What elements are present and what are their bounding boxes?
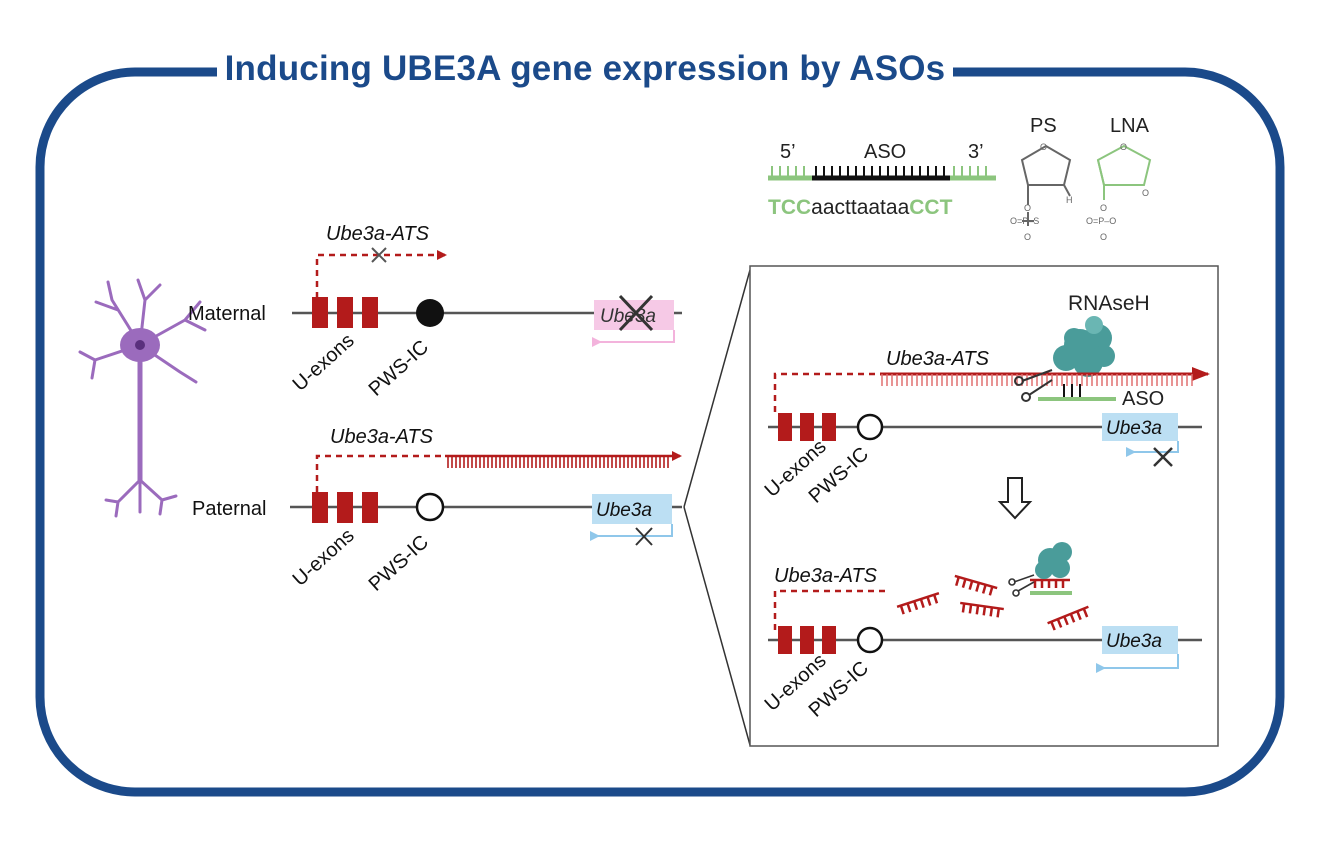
paternal-label: Paternal	[192, 498, 267, 520]
zoom-top-ube3a-box	[1102, 413, 1178, 441]
paternal-pwsic-label: PWS-IC	[365, 531, 433, 596]
paternal-uexons	[312, 492, 378, 523]
maternal-pwsic-label: PWS-IC	[365, 336, 433, 401]
lna-o2-atom: O	[1142, 188, 1149, 198]
lna-o-atom: O	[1120, 142, 1127, 152]
aso-schematic: 5’ ASO 3’ TCCaacttaataaCCT PS O O H O=P–…	[768, 115, 1152, 242]
aso-5prime-label: 5’	[780, 141, 796, 163]
zoom-top-pwsic	[856, 413, 884, 441]
paternal-allele: Paternal Ube3a-ATS U-exons PWS-IC Ube3a	[192, 426, 682, 596]
zoom-aso-label: ASO	[1122, 388, 1164, 410]
lna-o3-atom: O	[1100, 203, 1107, 213]
scissors-small-icon	[1008, 574, 1035, 597]
aso-rna-hybrid	[1063, 384, 1081, 397]
page-title: Inducing UBE3A gene expression by ASOs	[0, 49, 1170, 89]
paternal-ats-label: Ube3a-ATS	[330, 426, 434, 448]
zoom-ats-label: Ube3a-ATS	[886, 348, 990, 370]
aso-backbone-ticks	[771, 166, 987, 178]
maternal-allele: Maternal Ube3a-ATS U-exons PWS-IC Ube3a	[188, 223, 682, 401]
aso-3prime-label: 3’	[968, 141, 984, 163]
paternal-pwsic-unmethylated	[415, 492, 445, 522]
maternal-label: Maternal	[188, 303, 266, 325]
aso-seq-dna: aacttaataa	[811, 196, 909, 219]
lna-structure-icon	[1096, 144, 1152, 200]
zoom-top-ube3a-silenced-icon	[1153, 447, 1173, 467]
zoom-line-top	[683, 269, 751, 508]
scissors-icon	[1014, 369, 1053, 402]
page-title-text: Inducing UBE3A gene expression by ASOs	[216, 49, 954, 88]
process-down-arrow	[997, 477, 1033, 520]
lna-phosphate: O=P–O	[1086, 216, 1116, 226]
ps-structure-icon	[1020, 144, 1072, 226]
aso-seq-lna-right: CCT	[909, 196, 952, 219]
rnaseh-enzyme-icon	[1053, 316, 1115, 377]
zoom-top-uexons	[778, 413, 836, 441]
zoom-bottom-ube3a-box	[1102, 626, 1178, 654]
neuron-icon	[78, 278, 207, 518]
ps-o2-atom: O	[1024, 203, 1031, 213]
maternal-uexons-label: U-exons	[289, 330, 359, 396]
paternal-uexons-label: U-exons	[289, 525, 359, 591]
ps-phosphate: O=P–S	[1010, 216, 1039, 226]
ps-o3-atom: O	[1024, 232, 1031, 242]
maternal-pwsic-methylated	[416, 299, 444, 327]
ps-h-atom: H	[1066, 195, 1073, 205]
zoom-top-ube3a-label: Ube3a	[1106, 418, 1162, 439]
paternal-ube3a-silenced-icon	[635, 527, 653, 546]
maternal-ats-blocked-icon	[371, 247, 387, 263]
zoom-bottom-ube3a-label: Ube3a	[1106, 631, 1162, 652]
lna-label: LNA	[1110, 115, 1150, 137]
maternal-ube3a-label: Ube3a	[600, 306, 656, 327]
rna-fragments	[896, 574, 1089, 631]
paternal-ube3a-box	[592, 494, 672, 524]
zoom-bottom-ats-label: Ube3a-ATS	[774, 565, 878, 587]
aso-seq-lna-left: TCC	[768, 196, 811, 219]
zoom-bottom-pwsic	[856, 626, 884, 654]
ps-o-atom: O	[1040, 142, 1047, 152]
zoom-line-bottom	[683, 506, 751, 746]
zoom-panel	[749, 265, 1219, 747]
maternal-ube3a-silenced-icon	[618, 294, 654, 332]
aso-sequence: TCCaacttaataaCCT	[768, 196, 953, 219]
lna-o4-atom: O	[1100, 232, 1107, 242]
ps-label: PS	[1030, 115, 1057, 137]
rnaseh-label: RNAseH	[1068, 292, 1150, 315]
maternal-ats-label: Ube3a-ATS	[326, 223, 430, 245]
aso-label: ASO	[864, 141, 906, 163]
maternal-uexons	[312, 297, 378, 328]
zoom-bottom-uexons	[778, 626, 836, 654]
paternal-ats-transcript-ticks	[447, 456, 669, 468]
rnaseh-enzyme-small-icon	[1035, 542, 1072, 579]
paternal-ube3a-label: Ube3a	[596, 500, 652, 521]
zoom-aso-bound: RNAseH Ube3a-ATS ASO U-exons PWS-IC Ube3…	[761, 292, 1210, 508]
